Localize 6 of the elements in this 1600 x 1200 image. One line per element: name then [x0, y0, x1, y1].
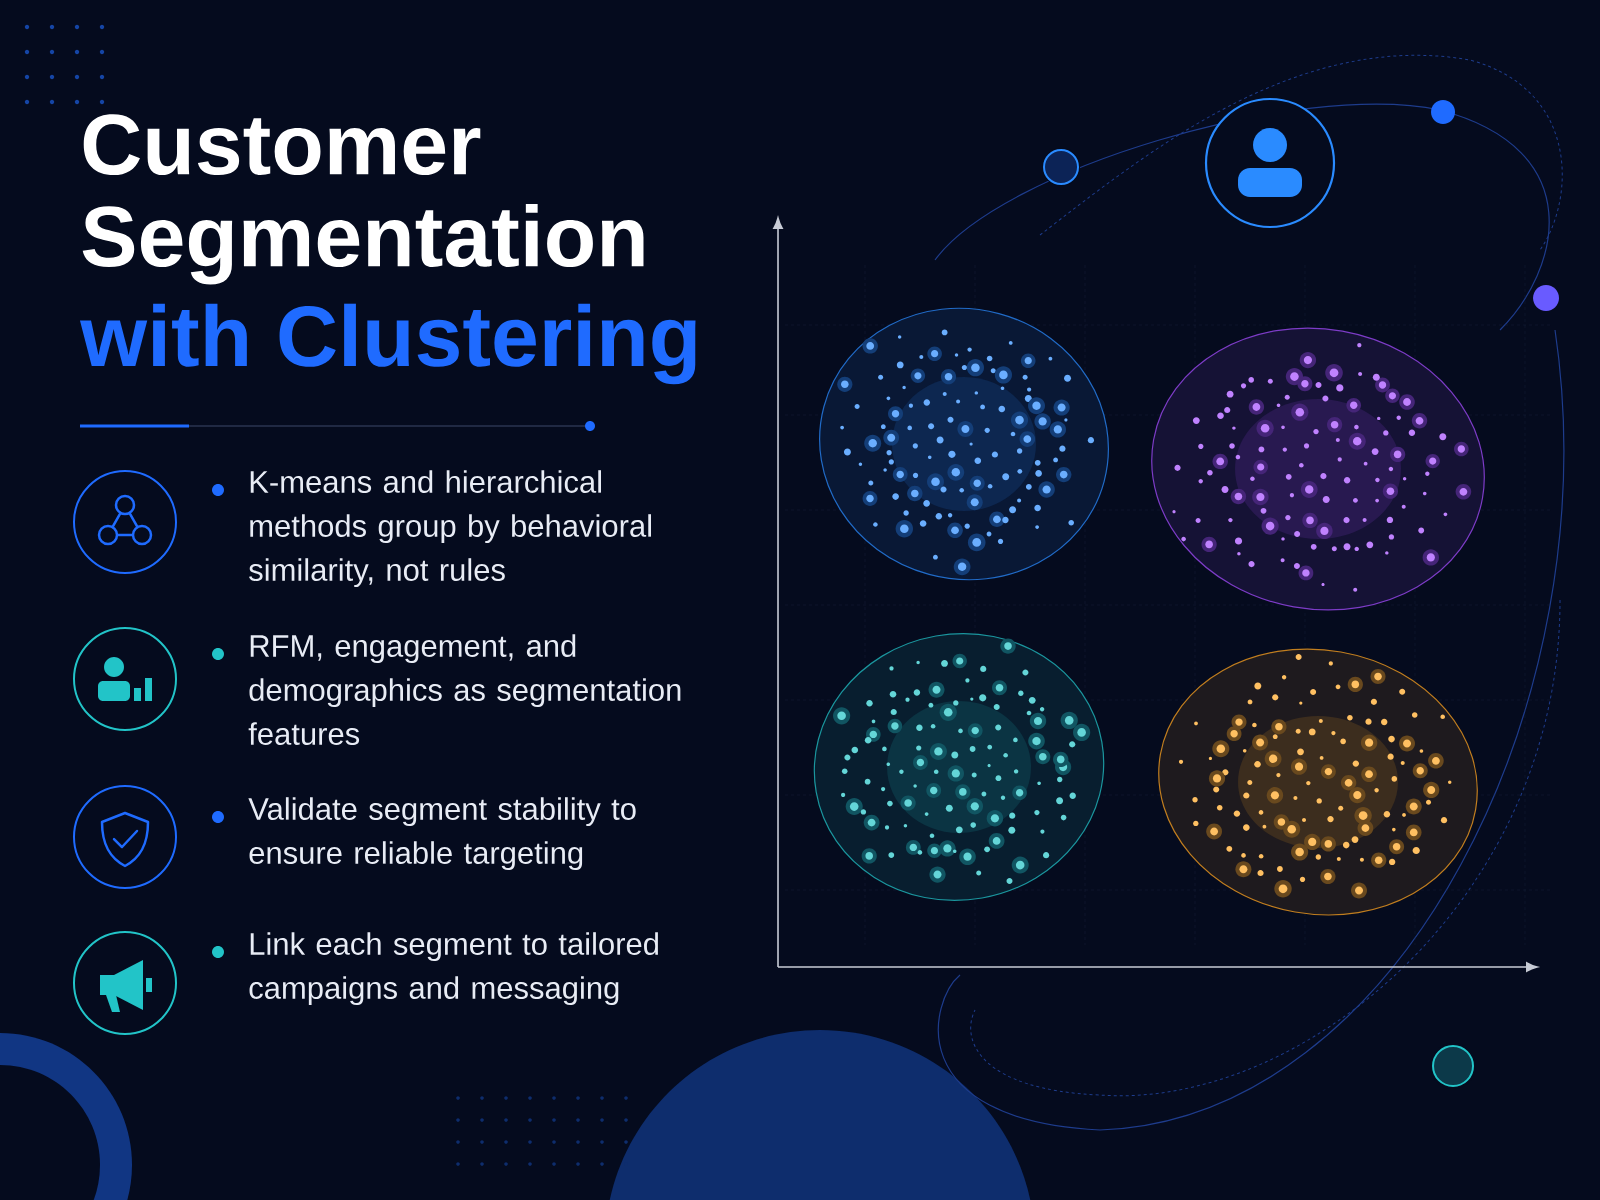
bullet-text: K-means and hierarchical methods group by behavioral similarity, not rules [249, 470, 651, 588]
title: Customer Segmentation [82, 114, 644, 285]
bullet-text: Validate segment stability to ensure reliable targeting [248, 797, 636, 871]
subtitle: with Clustering [79, 303, 696, 385]
bullet-text: RFM, engagement, and demographics as segmentation features [248, 634, 681, 745]
bullet-text: Link each segment to tailored campaigns and messaging [249, 932, 658, 1006]
